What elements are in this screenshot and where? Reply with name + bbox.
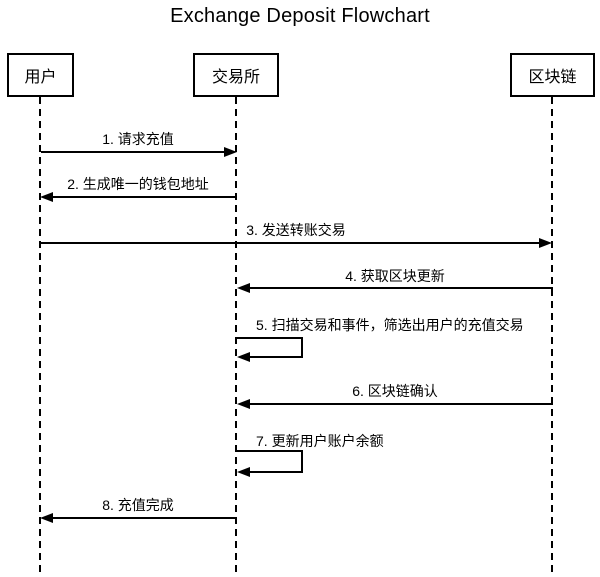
lifeline-blockchain [551, 97, 553, 577]
message-5-loop-top [237, 337, 303, 339]
lifeline-exchange [235, 97, 237, 577]
message-4-label: 4. 获取区块更新 [345, 268, 445, 284]
message-7-loop-side [301, 450, 303, 472]
arrowhead-left-icon [40, 513, 53, 523]
message-7-loop-top [237, 450, 303, 452]
actor-blockchain: 区块链 [510, 53, 595, 97]
lifeline-user [39, 97, 41, 577]
message-2-line [53, 196, 237, 198]
arrowhead-right-icon [224, 147, 237, 157]
message-1-label: 1. 请求充值 [102, 131, 174, 147]
actor-user-label: 用户 [24, 69, 57, 86]
message-8-line [53, 517, 237, 519]
actor-exchange-label: 交易所 [211, 69, 260, 86]
actor-blockchain-label: 区块链 [528, 69, 577, 86]
message-6-label: 6. 区块链确认 [352, 383, 438, 399]
message-7-label: 7. 更新用户账户余额 [256, 433, 384, 449]
arrowhead-left-icon [237, 399, 250, 409]
message-6-line [250, 403, 553, 405]
message-5-loop-side [301, 337, 303, 358]
message-5-label: 5. 扫描交易和事件，筛选出用户的充值交易 [256, 317, 524, 333]
message-3-label: 3. 发送转账交易 [246, 222, 346, 238]
actor-user: 用户 [7, 53, 74, 97]
message-3-line [41, 242, 539, 244]
message-2-label: 2. 生成唯一的钱包地址 [67, 176, 209, 192]
arrowhead-left-icon [237, 467, 250, 477]
diagram-title: Exchange Deposit Flowchart [170, 5, 430, 27]
message-7-loop-bottom [250, 471, 303, 473]
arrowhead-left-icon [40, 192, 53, 202]
message-4-line [250, 287, 553, 289]
arrowhead-left-icon [237, 352, 250, 362]
arrowhead-right-icon [539, 238, 552, 248]
arrowhead-left-icon [237, 283, 250, 293]
message-5-loop-bottom [250, 356, 303, 358]
actor-exchange: 交易所 [193, 53, 279, 97]
message-1-line [41, 151, 224, 153]
message-8-label: 8. 充值完成 [102, 497, 174, 513]
